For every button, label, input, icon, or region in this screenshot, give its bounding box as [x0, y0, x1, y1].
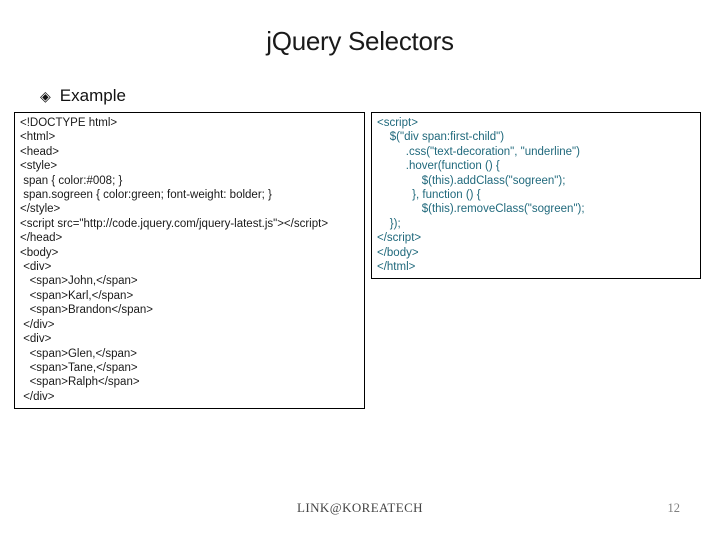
example-heading-label: Example: [59, 86, 126, 105]
footer-affiliation: LINK@KOREATECH: [297, 500, 423, 515]
example-heading: ◈ Example: [40, 86, 126, 106]
page-number: 12: [667, 501, 681, 515]
slide-title: jQuery Selectors: [266, 26, 454, 56]
diamond-bullet-icon: ◈: [40, 88, 51, 104]
html-source-code-block: <!DOCTYPE html> <html> <head> <style> sp…: [14, 112, 365, 409]
jquery-script-code-block: <script> $("div span:first-child") .css(…: [371, 112, 701, 279]
